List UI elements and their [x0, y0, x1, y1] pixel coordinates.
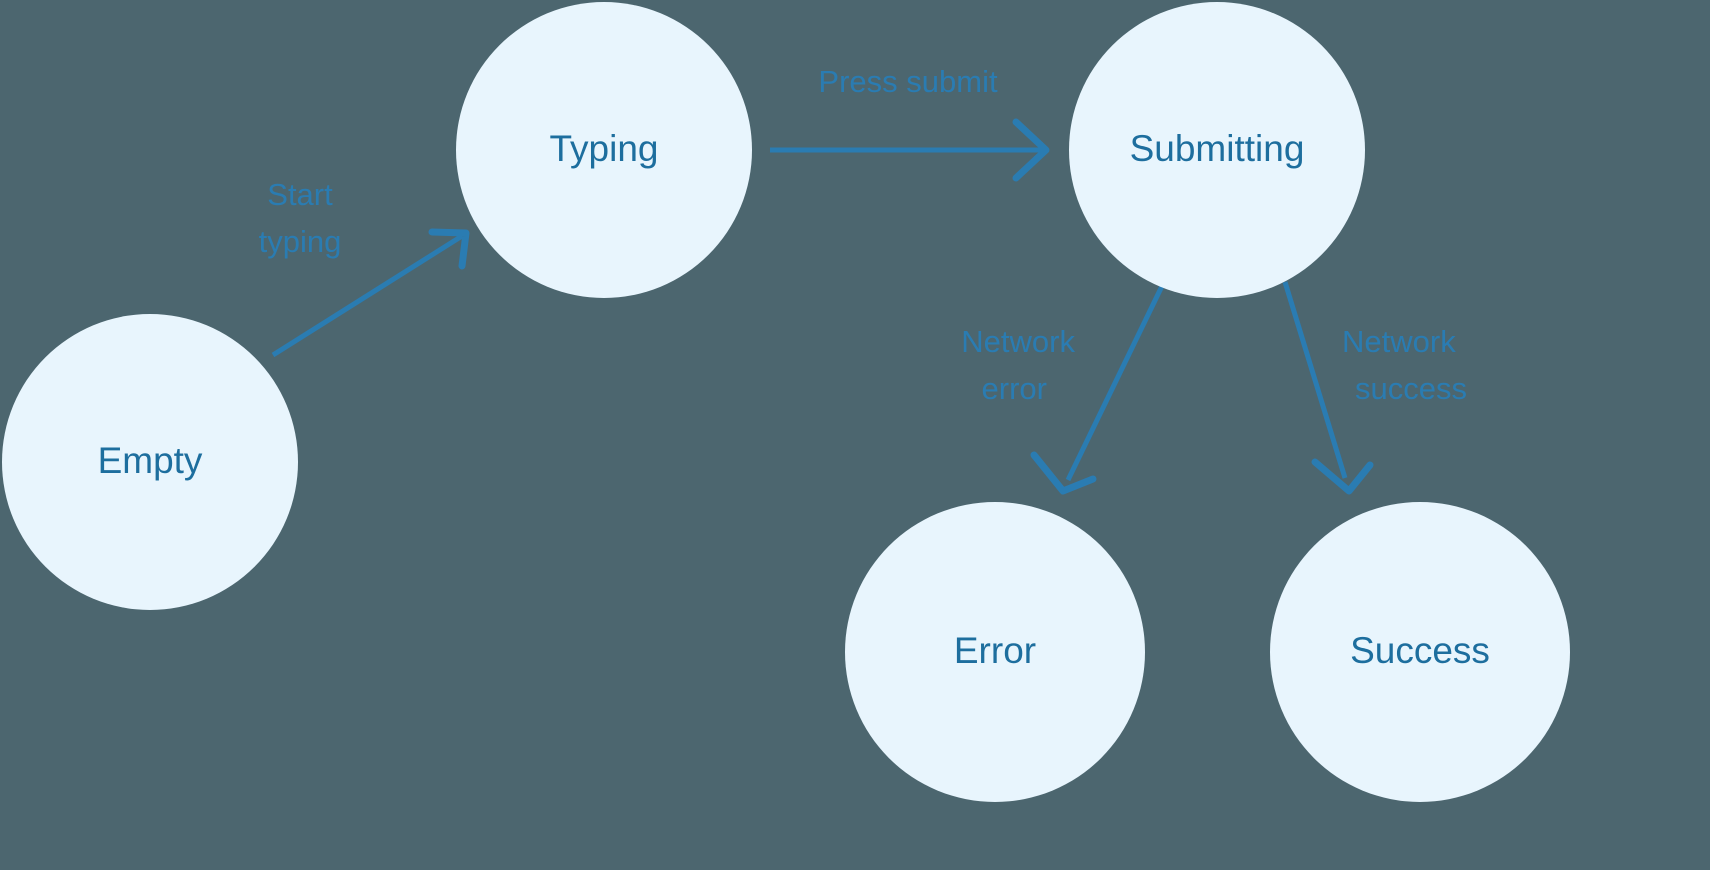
- edge-submitting-to-success-arrowhead: [1311, 458, 1374, 495]
- edge-typing-to-submitting-arrowhead: [1012, 118, 1050, 182]
- node-typing-label: Typing: [549, 128, 658, 169]
- node-submitting-circle[interactable]: [1069, 2, 1365, 298]
- node-success[interactable]: Success: [1270, 502, 1570, 802]
- node-empty[interactable]: Empty: [2, 314, 298, 610]
- edge-empty-to-typing: Start typing: [259, 177, 470, 358]
- edge-typing-to-submitting: Press submit: [770, 64, 1050, 182]
- edge-submitting-to-error-line: [1065, 282, 1166, 482]
- edge-empty-to-typing-label-line-1: Start: [267, 177, 333, 212]
- edge-typing-to-submitting-label: Press submit: [818, 64, 998, 99]
- node-error-circle[interactable]: [845, 502, 1145, 802]
- edge-empty-to-typing-label-line-2: typing: [259, 224, 342, 259]
- edge-submitting-to-error-arrowhead: [1030, 451, 1097, 495]
- node-empty-circle[interactable]: [2, 314, 298, 610]
- edge-submitting-to-success-label-line-2: success: [1355, 371, 1467, 406]
- node-success-circle[interactable]: [1270, 502, 1570, 802]
- node-error[interactable]: Error: [845, 502, 1145, 802]
- node-submitting[interactable]: Submitting: [1069, 2, 1365, 298]
- edge-submitting-to-success-label-line-1: Network: [1342, 324, 1456, 359]
- edge-submitting-to-success-line: [1282, 281, 1348, 479]
- edge-submitting-to-error-label-line-2: error: [982, 371, 1047, 406]
- edge-submitting-to-error: Network error: [961, 282, 1166, 495]
- node-submitting-label: Submitting: [1130, 128, 1305, 169]
- node-typing-circle[interactable]: [456, 2, 752, 298]
- node-typing[interactable]: Typing: [456, 2, 752, 298]
- node-success-label: Success: [1350, 630, 1490, 671]
- node-error-label: Error: [954, 630, 1036, 671]
- edge-empty-to-typing-arrowhead: [428, 228, 470, 270]
- node-empty-label: Empty: [98, 440, 203, 481]
- edge-empty-to-typing-line: [271, 233, 464, 358]
- edge-submitting-to-success: Network success: [1282, 281, 1467, 495]
- edge-submitting-to-error-label-line-1: Network: [961, 324, 1075, 359]
